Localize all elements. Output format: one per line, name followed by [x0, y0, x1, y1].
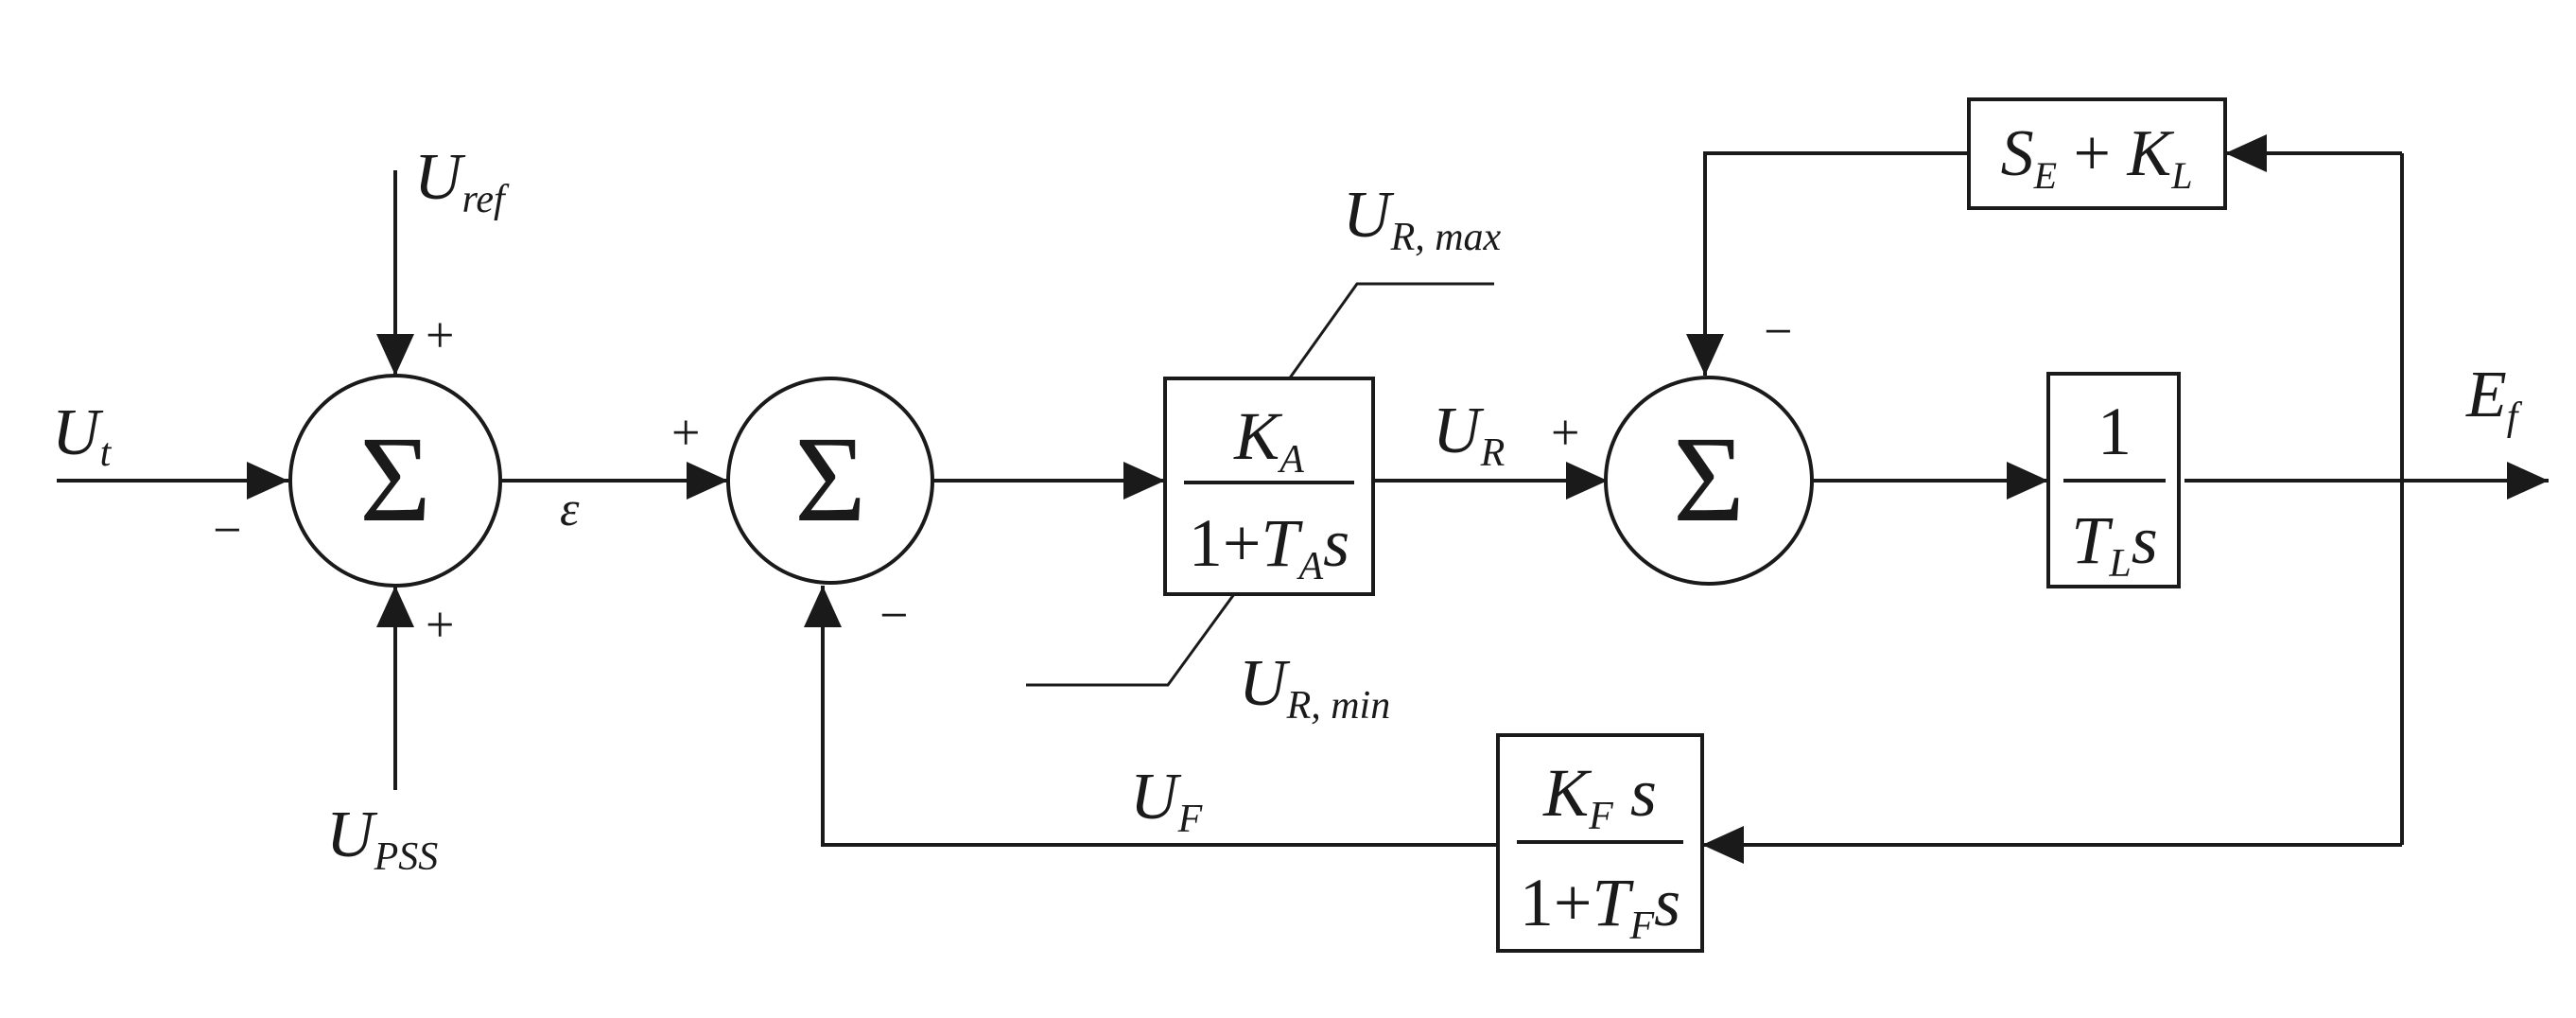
ut-label: Ut [52, 396, 113, 475]
ur-label: UR [1433, 395, 1505, 475]
amplifier-numerator: KA [1233, 398, 1304, 482]
uref-label: Uref [414, 141, 510, 221]
saturation-to-sum3-line [1686, 151, 1969, 376]
sigma-symbol-3: Σ [1673, 412, 1745, 548]
feedback-numerator: KF s [1542, 755, 1657, 838]
sigma-symbol-1: Σ [359, 412, 431, 548]
summing-junction-1 [288, 374, 502, 588]
upss-label: UPSS [326, 799, 438, 879]
epsilon-label: ε [560, 483, 580, 536]
ur-max-label: UR, max [1343, 179, 1502, 259]
ef-label: Ef [2465, 359, 2523, 439]
uf-line [804, 586, 1498, 847]
amplifier-block [1163, 377, 1375, 596]
sum1-bottom-sign: + [426, 596, 454, 653]
uf-label: UF [1130, 761, 1203, 841]
amplifier-denominator: 1+TAs [1189, 505, 1349, 588]
exciter-numerator: 1 [2097, 394, 2132, 469]
exciter-denominator: TLs [2071, 502, 2157, 586]
sum3-top-sign: − [1764, 303, 1792, 360]
sum2-left-sign: + [671, 404, 700, 461]
summing-junction-2 [726, 377, 934, 585]
sum2-bottom-sign: − [879, 587, 908, 643]
sum3-left-sign: + [1551, 404, 1579, 461]
ur-max-limit-line [1284, 282, 1494, 384]
ur-min-limit-line [1026, 593, 1236, 687]
ur-min-label: UR, min [1239, 647, 1390, 728]
saturation-expression: SE + KL [2001, 117, 2193, 197]
saturation-block [1967, 97, 2227, 210]
feedback-denominator: 1+TFs [1520, 865, 1680, 948]
summing-junction-3 [1604, 376, 1814, 586]
sigma-symbol-2: Σ [794, 412, 866, 548]
sum1-top-sign: + [426, 307, 454, 363]
sum1-left-sign: − [213, 501, 241, 558]
